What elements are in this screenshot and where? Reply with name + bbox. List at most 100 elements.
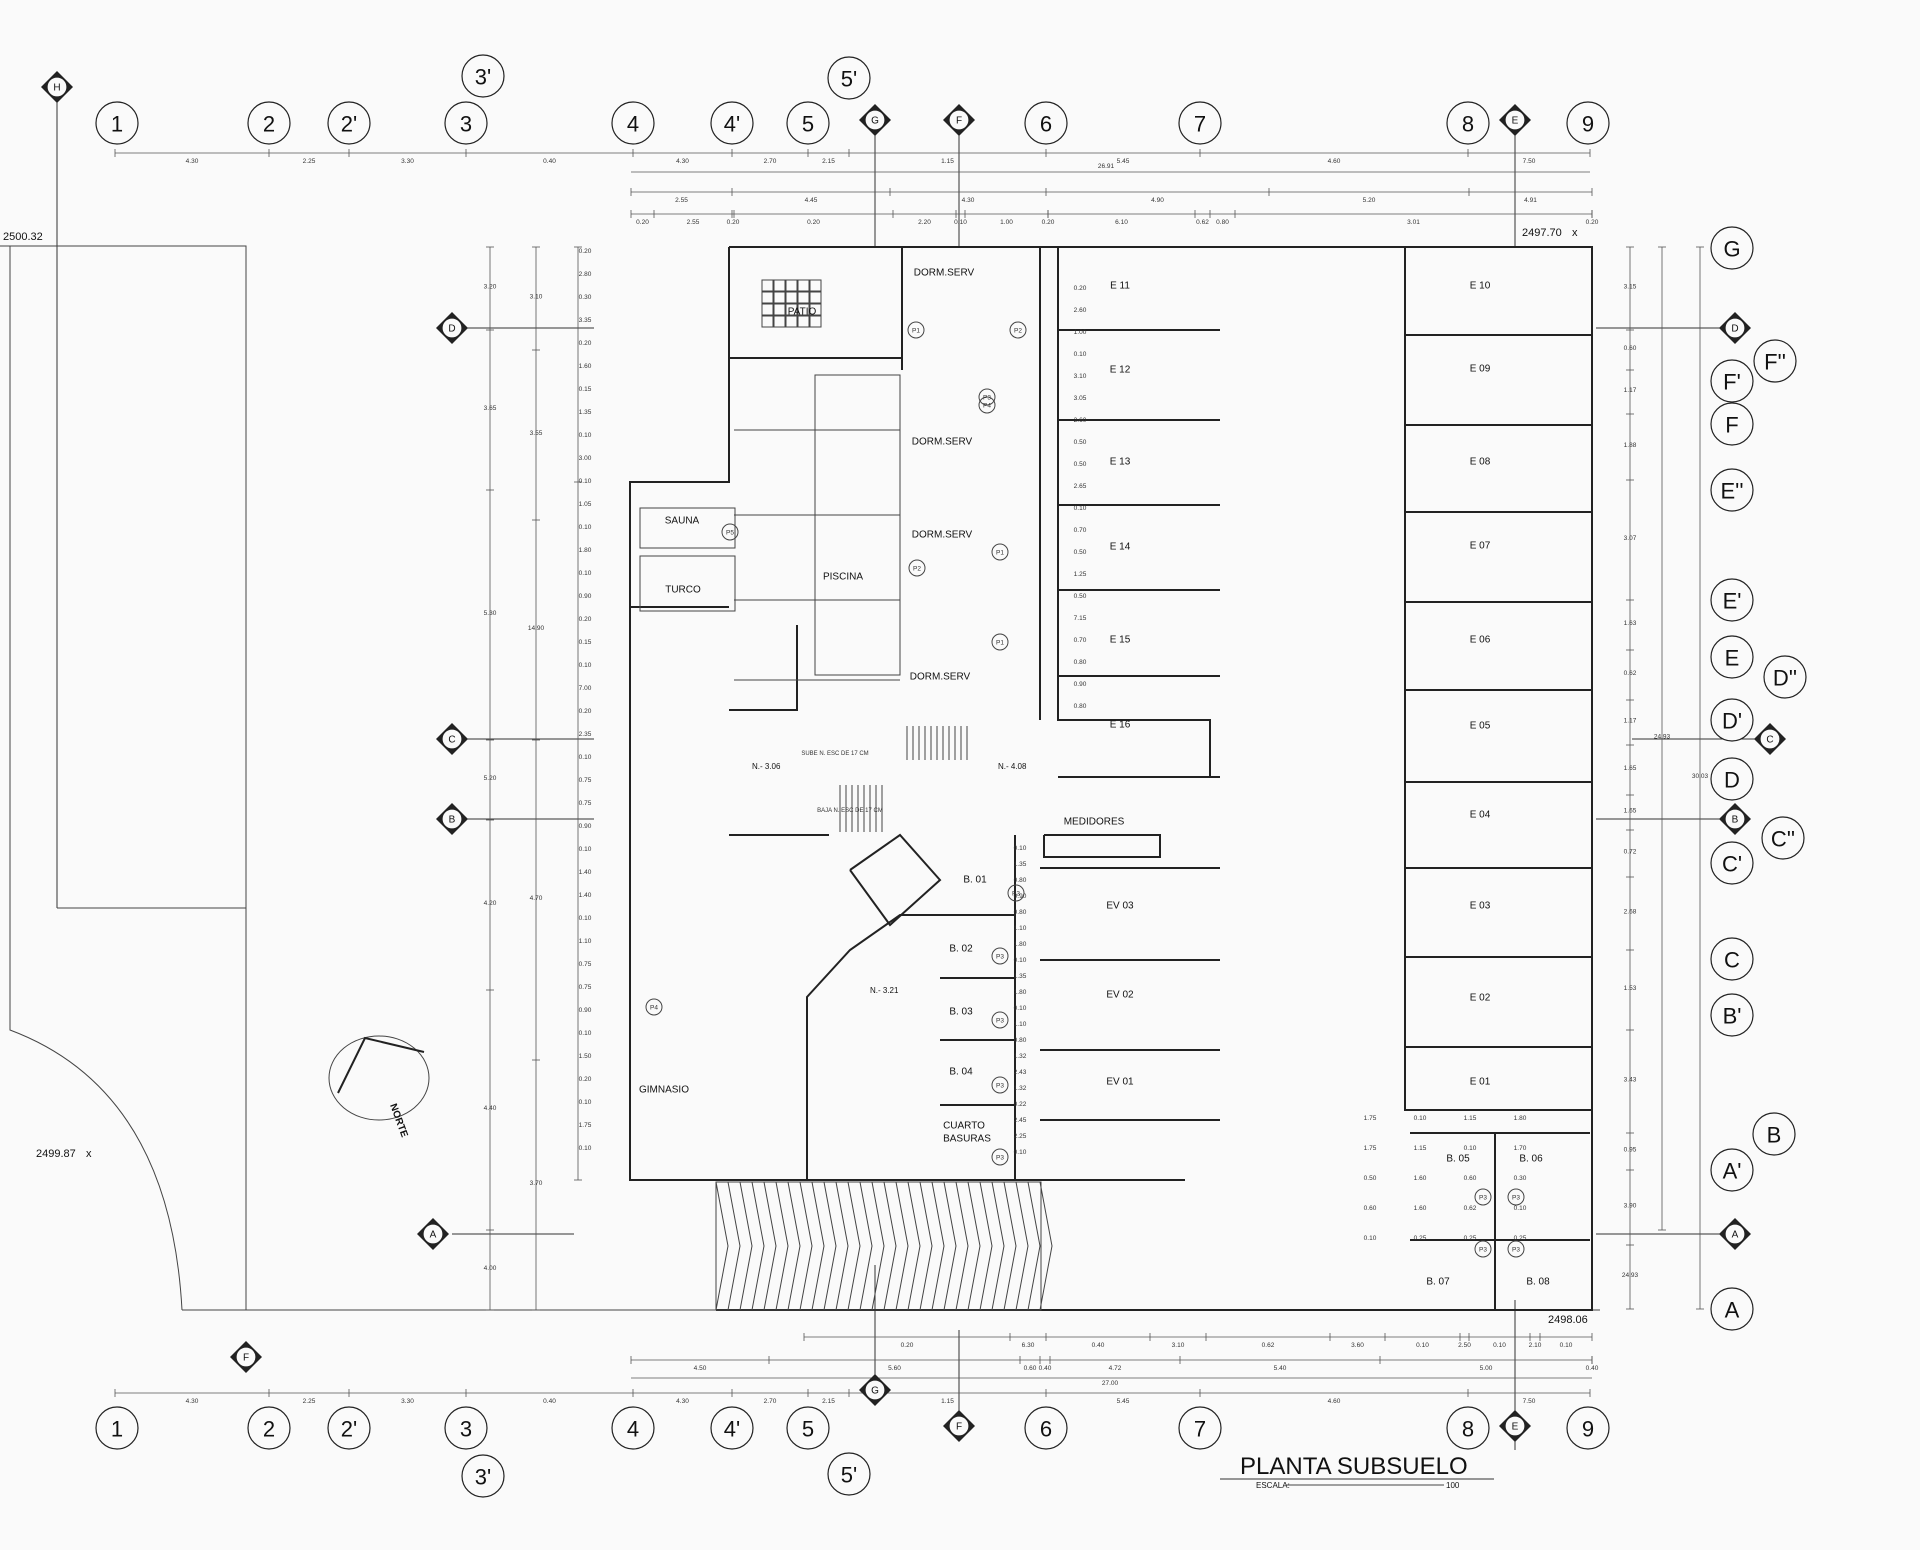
section-marker-F-label: F: [243, 1353, 249, 1364]
parking-space-left-1: E 12: [1110, 365, 1131, 376]
inner-dim-value: 0.20: [579, 248, 592, 255]
parking-space-right-6: E 04: [1470, 810, 1491, 821]
grid-bubble-right-D: [1710, 757, 1754, 801]
patio-paver: [797, 291, 810, 304]
grid-label-right-E'': E'': [1720, 479, 1743, 504]
door-tag-label: P3: [1479, 1195, 1487, 1202]
dim-top-4-value: 1.00: [1000, 219, 1013, 226]
level-bottom-right: 2498.06: [1548, 1314, 1588, 1326]
ramp-chevron: [991, 1181, 1005, 1311]
door-tag-label: P5: [726, 530, 734, 537]
grid-bubble-right-G: [1710, 226, 1754, 270]
dim-top-1-value: 7.50: [1523, 158, 1536, 165]
door-tag-circle: [1007, 884, 1025, 902]
door-tag-label: P1: [996, 640, 1004, 647]
grid-bubble-bottom-7: [1178, 1406, 1222, 1450]
door-tag-circle: [991, 543, 1009, 561]
grid-bubble-top-5: [786, 101, 830, 145]
stair-down-note: BAJA N. ESC DE 17 CM: [817, 808, 883, 814]
patio-paver: [785, 303, 798, 316]
dim-top-1-value: 1.15: [941, 158, 954, 165]
inner-dim-value: 0.10: [1464, 1145, 1477, 1152]
inner-dim-value: 0.62: [1464, 1205, 1477, 1212]
grid-label-right-D'': D'': [1773, 666, 1797, 691]
patio-paver: [773, 291, 786, 304]
room-medidores: MEDIDORES: [1064, 817, 1125, 828]
dim-right-a-value: 3.90: [1624, 1203, 1637, 1210]
inner-dim-value: 1.15: [1414, 1145, 1427, 1152]
parking-space-right-4: E 06: [1470, 635, 1491, 646]
level-n306: N.- 3.06: [752, 762, 781, 771]
level-n321: N.- 3.21: [870, 986, 899, 995]
grid-label-right-C: C: [1724, 948, 1740, 973]
grid-bubble-top-6: [1024, 101, 1068, 145]
parking-space-left-0: E 11: [1110, 281, 1130, 292]
grid-bubble-right-E: [1710, 635, 1754, 679]
section-marker-F-label: F: [956, 116, 962, 127]
patio-paver: [773, 315, 786, 328]
inner-dim-value: 0.30: [579, 294, 592, 301]
inner-dim-value: 3.35: [579, 317, 592, 324]
door-tag-circle: [978, 396, 996, 414]
dim-bottom-2-value: 0.40: [1586, 1365, 1599, 1372]
door-tag-label: P3: [983, 395, 991, 402]
parking-space-left-2: E 13: [1110, 457, 1131, 468]
inner-dim-value: 2.60: [1074, 307, 1087, 314]
dim-top-4-value: 0.10: [954, 219, 967, 226]
dim-left-a-value: 3.20: [484, 284, 497, 291]
dim-left-a-value: 3.65: [484, 405, 497, 412]
inner-dim-value: 1.32: [1014, 1085, 1027, 1092]
section-marker-B-label: B: [1732, 815, 1739, 826]
section-marker-F-circle: [948, 109, 970, 131]
inner-dim-value: 1.35: [1014, 861, 1027, 868]
grid-bubble-bottom-8: [1446, 1406, 1490, 1450]
pool-basin: [814, 374, 901, 676]
dim-right-a-value: 1.17: [1624, 718, 1637, 725]
door-tag-label: P3: [996, 1083, 1004, 1090]
section-marker-D-label: D: [448, 324, 455, 335]
ramp-chevron: [847, 1181, 861, 1311]
inner-dim-value: 0.20: [579, 616, 592, 623]
inner-dim-value: 3.00: [579, 455, 592, 462]
plan-title: PLANTA SUBSUELO: [1240, 1453, 1468, 1480]
inner-dim-value: 0.15: [579, 386, 592, 393]
ramp-chevron: [739, 1181, 753, 1311]
parking-space-ev-2: EV 01: [1106, 1077, 1134, 1088]
ramp-chevron: [1039, 1181, 1053, 1311]
door-tag-circle: [1474, 1240, 1492, 1258]
room-dorm-serv-2: DORM.SERV: [912, 437, 973, 448]
dim-bottom-4-value: 1.15: [941, 1398, 954, 1405]
stair-up-note: SUBE N. ESC DE 17 CM: [801, 751, 868, 757]
inner-dim-value: 1.40: [579, 869, 592, 876]
grid-bubble-bottom-9: [1566, 1406, 1610, 1450]
patio-paver: [785, 279, 798, 292]
inner-dim-value: 1.50: [579, 1053, 592, 1060]
inner-dim-value: 1.15: [1464, 1115, 1477, 1122]
ramp-chevron: [943, 1181, 957, 1311]
grid-label-bottom-4': 4': [724, 1417, 740, 1442]
grid-bubble-bottom-4: [611, 1406, 655, 1450]
section-marker-G-label: G: [871, 116, 879, 127]
site-boundary: [0, 245, 1600, 1311]
patio-paver: [785, 291, 798, 304]
inner-dim-value: 0.80: [1014, 909, 1027, 916]
ramp-core-wall: [806, 914, 940, 1180]
inner-dim-value: 1.75: [579, 1122, 592, 1129]
door-tag-label: P4: [983, 403, 991, 410]
grid-bubble-right-F: [1710, 402, 1754, 446]
inner-dim-value: 0.10: [579, 915, 592, 922]
section-marker-B-label: B: [449, 815, 456, 826]
dim-left-b-value: 4.70: [530, 895, 543, 902]
dim-top-2-value: 26.91: [1098, 163, 1115, 170]
inner-dim-value: 0.10: [579, 846, 592, 853]
grid-bubble-bottom-4': [710, 1406, 754, 1450]
inner-dim-value: 0.10: [1074, 351, 1087, 358]
room-basuras: BASURAS: [943, 1134, 991, 1145]
ramp-chevron: [967, 1181, 981, 1311]
grid-label-bottom-8: 8: [1462, 1417, 1474, 1442]
ramp-chevron: [859, 1181, 873, 1311]
dim-top-1-value: 4.30: [676, 158, 689, 165]
